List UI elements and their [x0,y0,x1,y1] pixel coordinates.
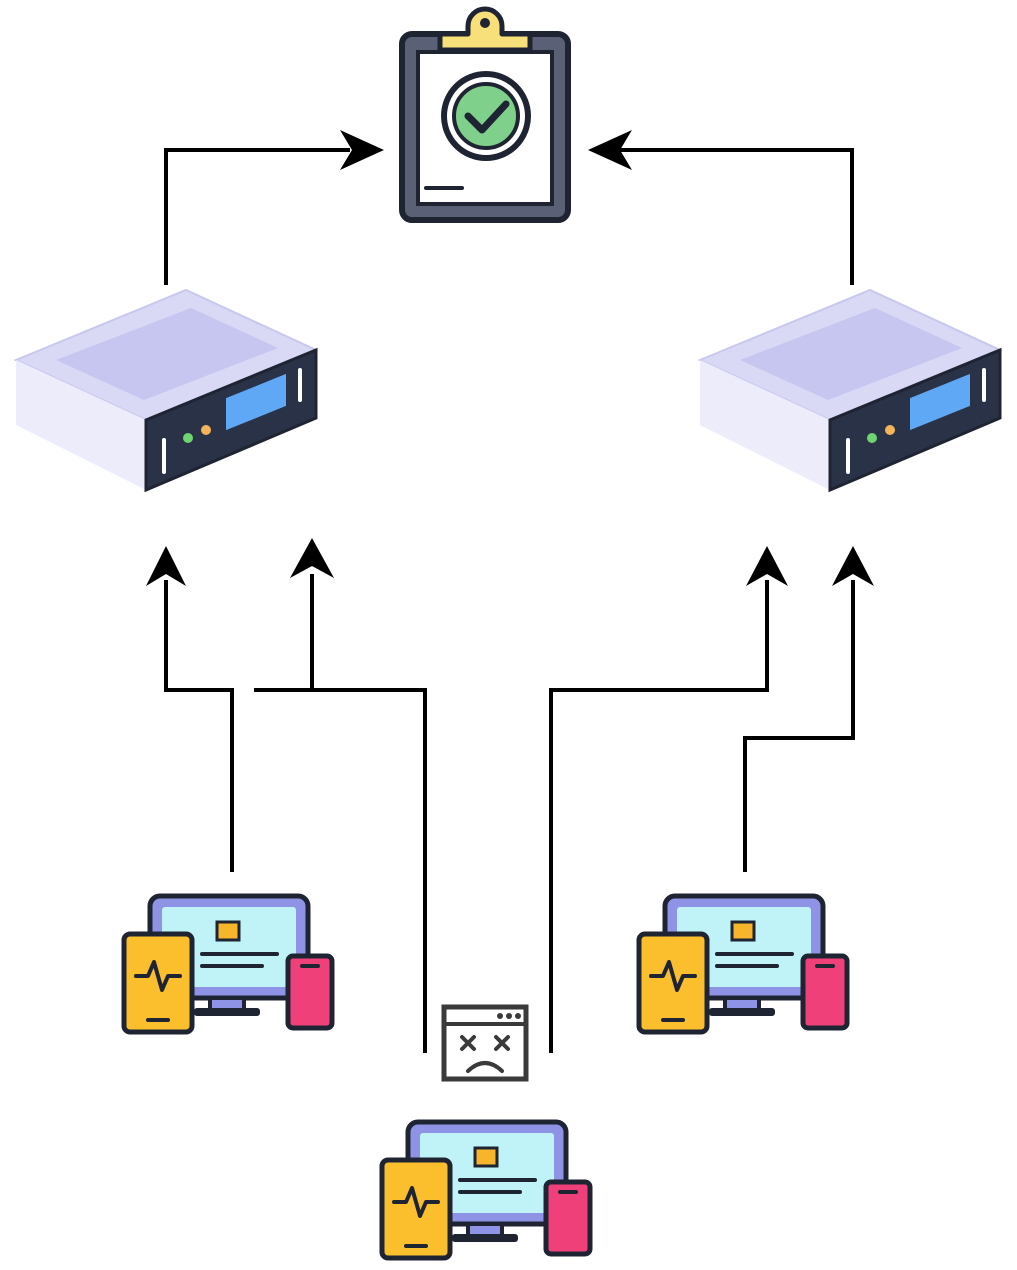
edge-server-right-to-clipboard [620,148,854,285]
browser-error-icon [441,1004,529,1082]
edge-devices-bottom-to-server-left [254,574,427,1053]
edge-devices-left-to-server-left [164,580,234,872]
devices-left-icon [124,896,332,1032]
devices-bottom-icon [382,1122,590,1258]
arrowhead [588,130,632,170]
arrowhead [340,130,384,170]
arrowhead [746,546,788,586]
server-right-icon [698,288,1002,492]
edge-devices-right-to-server-right [743,580,855,872]
edge-server-left-to-clipboard [164,148,350,285]
server-left-icon [14,288,318,492]
connectors [146,130,874,1053]
clipboard-check-icon [399,6,571,223]
arrowhead [146,546,186,586]
arrowhead [290,538,334,578]
devices-right-icon [639,896,847,1032]
arrowhead [832,546,874,586]
edge-devices-bottom-to-server-right [549,580,769,1053]
